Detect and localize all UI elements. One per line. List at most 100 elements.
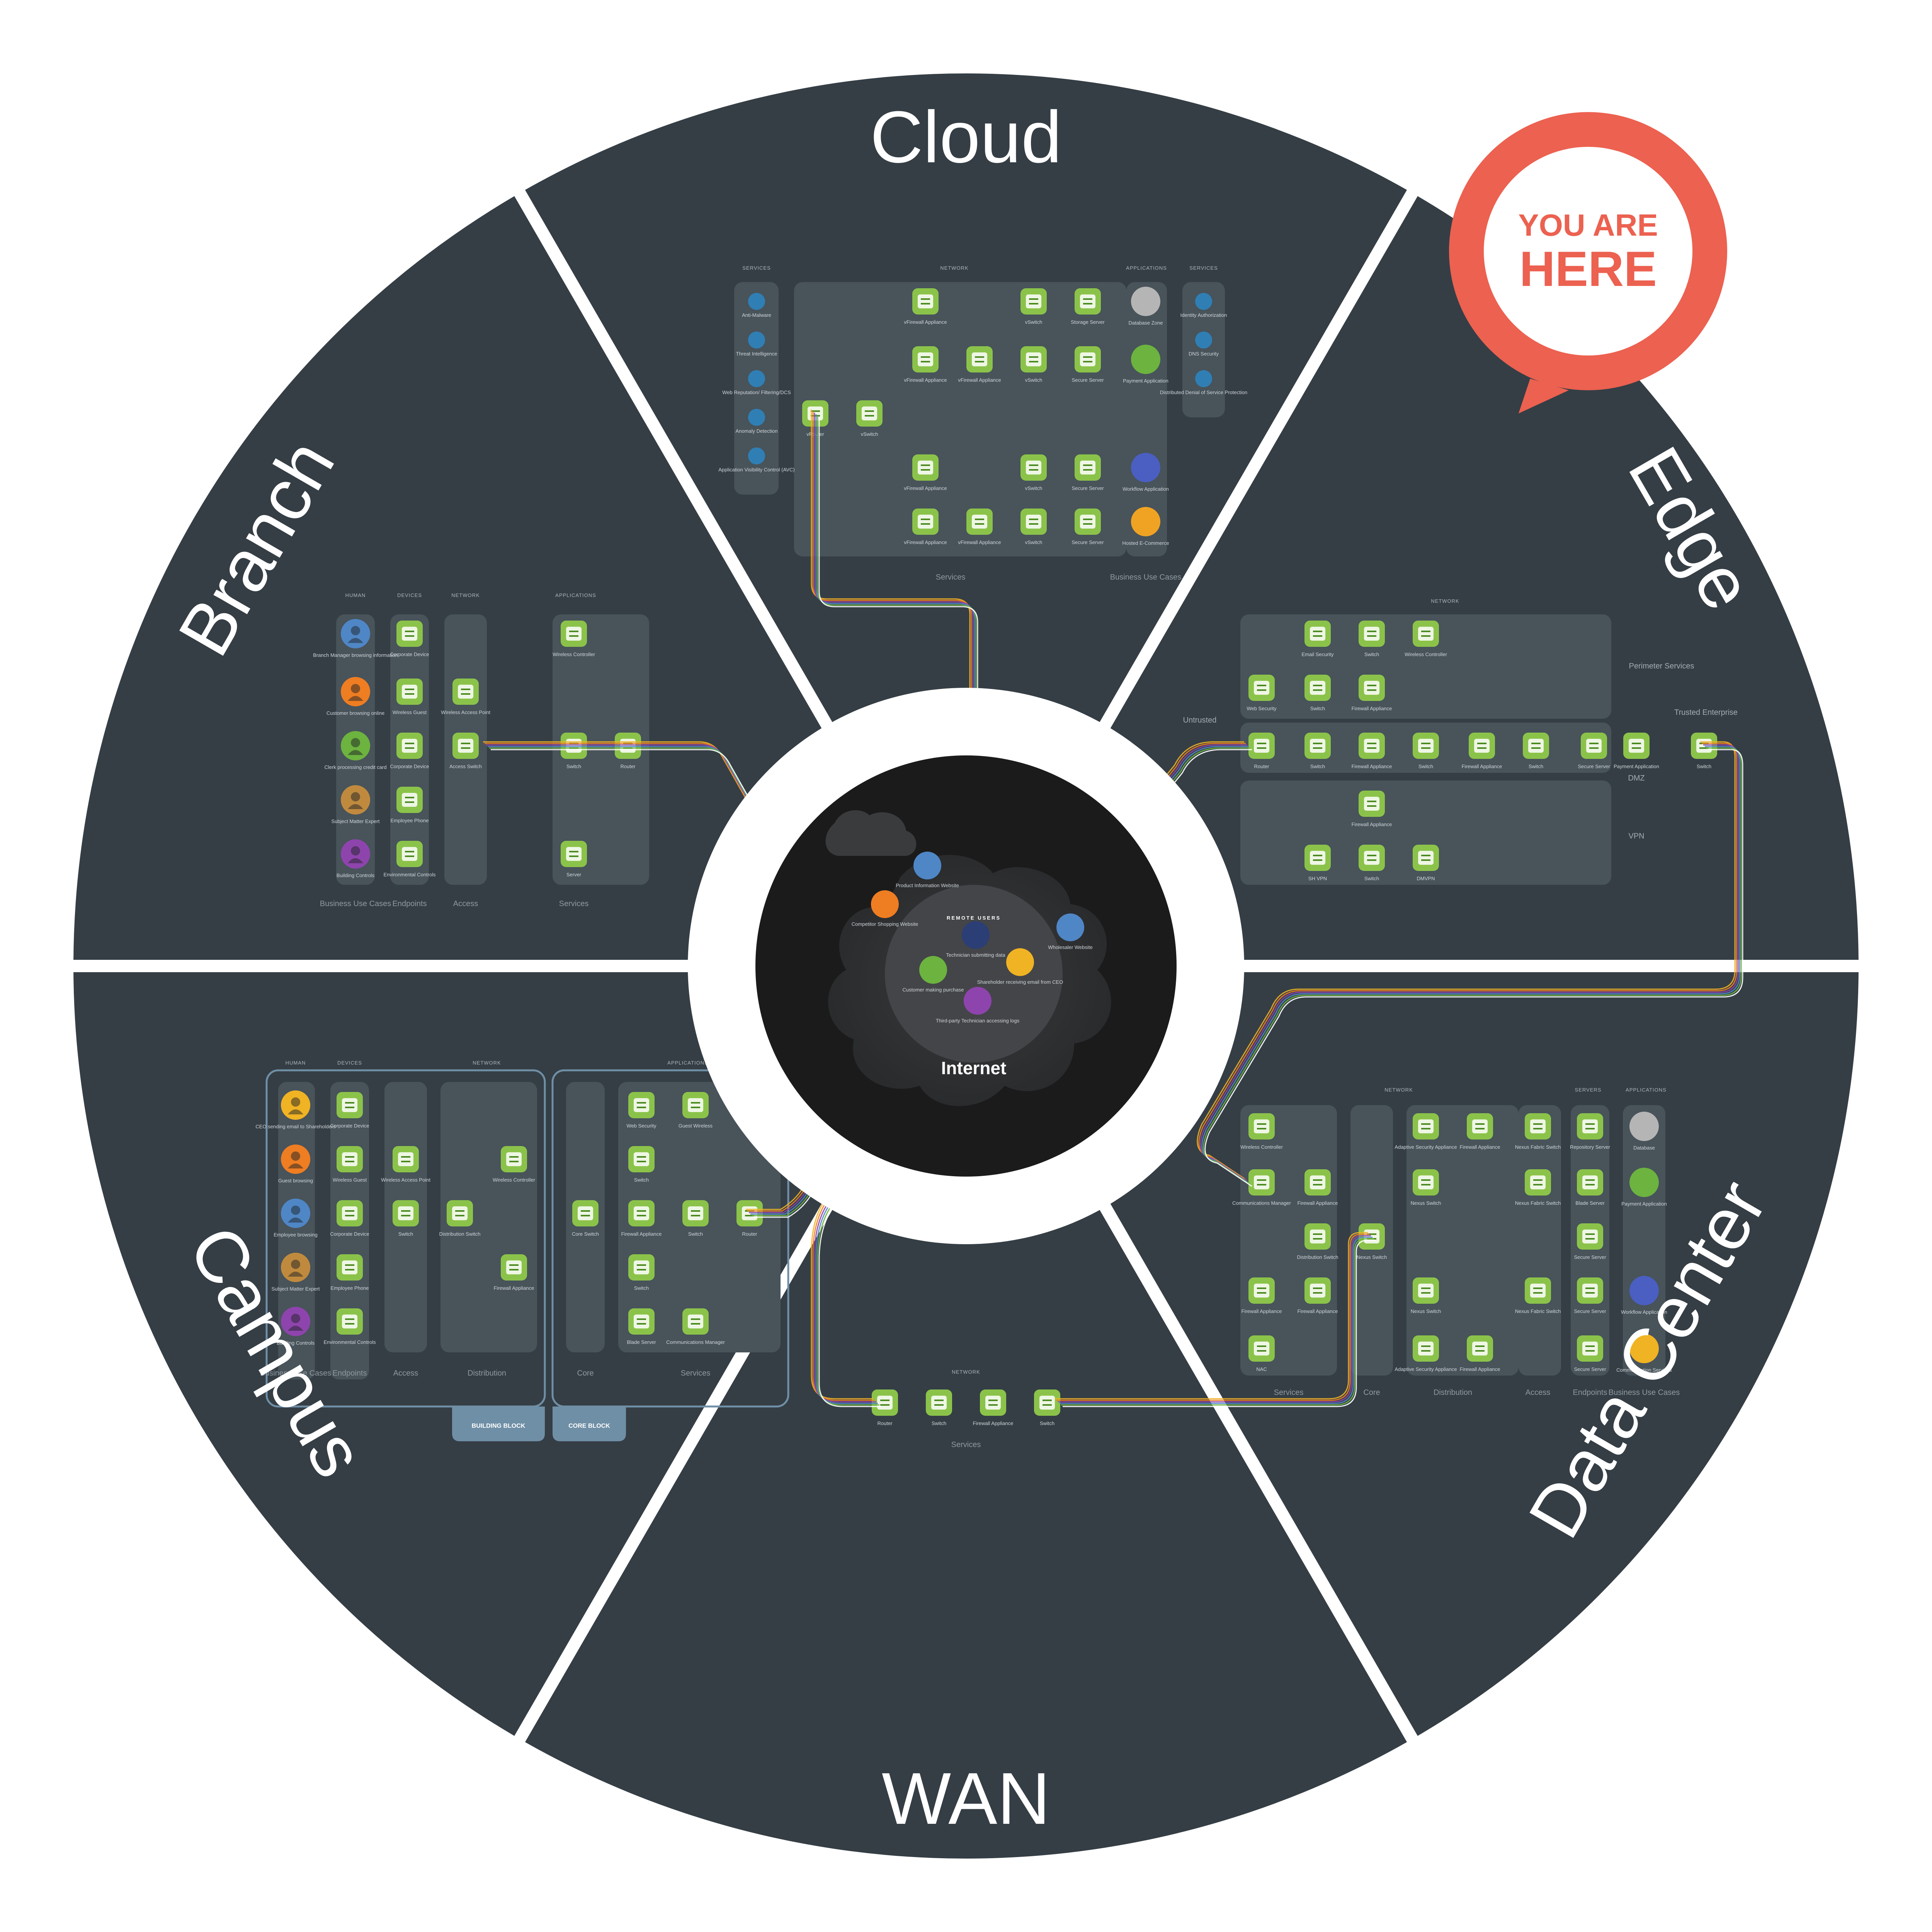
dc-node-21-label: Secure Server	[1574, 1366, 1606, 1372]
wire-5-1	[1198, 743, 1737, 1181]
edge-node-8-glyph	[1367, 743, 1376, 749]
wire-5-0	[1197, 741, 1736, 1179]
campus-net-1-icon	[398, 1206, 413, 1220]
cloud-node-11-icon	[1080, 461, 1095, 474]
pin-tail	[1519, 379, 1569, 413]
branch-col-endpoints: Endpoints	[393, 900, 427, 908]
edge-node-4-label: Switch	[1310, 706, 1325, 711]
branch-app-0-icon	[566, 627, 582, 641]
cloud-services-left-panel	[734, 282, 779, 495]
dc-node-20-label: Secure Server	[1574, 1254, 1606, 1260]
cloud-app-2-label: Workflow Application	[1122, 486, 1169, 492]
cloud-node-11-label: Secure Server	[1071, 485, 1104, 491]
edge-node-3-icon	[1254, 681, 1269, 695]
cloud-node-5-icon	[918, 352, 933, 366]
edge-node-11-label: Switch	[1529, 764, 1543, 769]
cloud-node-15-label: Secure Server	[1071, 539, 1104, 545]
campus-net-3-icon	[506, 1152, 522, 1166]
campus-core-node-0-icon	[578, 1206, 593, 1220]
dc-node-0-label: Wireless Controller	[1240, 1144, 1283, 1150]
wan-node-0-label: Router	[877, 1420, 893, 1426]
dc-node-9-glyph	[1533, 1179, 1543, 1185]
branch-app-0-label: Wireless Controller	[553, 651, 595, 657]
campus-core-node-1-glyph	[637, 1102, 646, 1108]
dc-col-access: Access	[1526, 1388, 1550, 1397]
campus-human-1-head	[291, 1151, 300, 1161]
branch-net-0-glyph	[461, 689, 470, 695]
campus-net-4-icon	[506, 1260, 522, 1274]
cloud-app-1	[1131, 345, 1160, 374]
wire-6-4	[817, 416, 977, 937]
cloud-service-label-3: Anomaly Detection	[735, 428, 777, 434]
campus-net-0-label: Wireless Access Point	[381, 1177, 430, 1183]
branch-human-2-head	[351, 738, 360, 747]
cloud-header-services-left: SERVICES	[742, 265, 771, 271]
campus-header-devices: DEVICES	[337, 1060, 362, 1066]
segment-wan	[525, 1196, 1407, 1859]
you-are-here-pin: YOU ARE HERE	[1449, 112, 1727, 413]
edge-node-3-label: Web Security	[1247, 706, 1277, 711]
branch-col-services: Services	[559, 900, 589, 908]
remote-users-label: REMOTE USERS	[947, 915, 1001, 921]
branch-net-0-icon	[458, 685, 473, 699]
campus-core-node-3-icon	[634, 1152, 649, 1166]
branch-app-1-label: Switch	[566, 764, 581, 769]
branch-app-0-glyph	[569, 631, 578, 637]
cloud-node-2-label: vFirewall Appliance	[904, 319, 947, 325]
cloud-service-label-4: Application Visibility Control (AVC)	[718, 467, 794, 473]
dc-app-2-label: Workflow Application	[1621, 1309, 1667, 1315]
campus-device-2-icon	[342, 1206, 357, 1220]
campus-human-4-label: Building Controls	[277, 1340, 315, 1346]
campus-core-node-7-label: Switch	[634, 1285, 649, 1291]
branch-human-2-body	[348, 750, 363, 755]
campus-col-access: Access	[393, 1369, 418, 1378]
branch-app-3-label: Server	[566, 872, 582, 878]
branch-header-human: HUMAN	[345, 592, 366, 598]
cloud-rservice-icon-2	[1195, 370, 1212, 387]
edge-node-1-label: Switch	[1364, 651, 1379, 657]
dc-node-2-icon	[1310, 1175, 1325, 1189]
dc-node-18-glyph	[1585, 1123, 1595, 1129]
cloud-header-network: NETWORK	[940, 265, 968, 271]
cloud-node-9-icon	[918, 461, 933, 474]
campus-core-node-6-label: Router	[742, 1231, 757, 1237]
cloud-service-label-2: Web Reputation/ Filtering/DCS	[722, 389, 791, 395]
branch-device-4-icon	[402, 847, 417, 861]
edge-zone-vpn: VPN	[1628, 832, 1644, 840]
campus-core-node-4-icon	[634, 1206, 649, 1220]
edge-node-10-label: Firewall Appliance	[1462, 764, 1502, 769]
campus-core-node-5-glyph	[691, 1210, 700, 1216]
pin-inner	[1484, 147, 1692, 355]
dc-node-16-icon	[1472, 1342, 1488, 1355]
dc-node-1-glyph	[1257, 1179, 1266, 1185]
campus-core-node-1-label: Web Security	[626, 1123, 656, 1129]
wire-3-0	[1055, 1232, 1368, 1400]
campus-device-3-glyph	[345, 1264, 354, 1270]
segment-label-wan: WAN	[882, 1758, 1050, 1840]
dc-node-8-icon	[1530, 1119, 1546, 1133]
cloud-col-services: Services	[936, 573, 966, 582]
internet-label: Internet	[941, 1058, 1007, 1078]
cloud-node-8-icon	[1080, 352, 1095, 366]
branch-device-4-label: Environmental Controls	[383, 872, 436, 878]
dc-app-3-label: Communication Services	[1616, 1367, 1672, 1373]
edge-node-10-icon	[1474, 739, 1490, 753]
edge-node-9-label: Switch	[1418, 764, 1433, 769]
branch-device-3-glyph	[405, 797, 414, 803]
campus-human-2-body	[288, 1218, 303, 1223]
pin-line1: YOU ARE	[1518, 208, 1658, 242]
dc-node-1-icon	[1254, 1175, 1269, 1189]
dc-node-11-glyph	[1585, 1287, 1595, 1294]
campus-human-0-head	[291, 1097, 300, 1107]
edge-zone-dmz: DMZ	[1628, 774, 1645, 782]
branch-device-3-icon	[402, 793, 417, 807]
branch-human-0-body	[348, 638, 363, 643]
edge-node-13-glyph	[1632, 743, 1641, 749]
campus-net-3-label: Wireless Controller	[493, 1177, 535, 1183]
wire-3-4	[1061, 1238, 1374, 1406]
cloud-service-icon-0	[748, 293, 765, 310]
campus-col-distribution: Distribution	[468, 1369, 506, 1378]
branch-human-3-label: Subject Matter Expert	[332, 818, 380, 824]
cloud-service-label-0: Anti-Malware	[742, 312, 771, 318]
wan-node-0-icon	[877, 1396, 893, 1410]
